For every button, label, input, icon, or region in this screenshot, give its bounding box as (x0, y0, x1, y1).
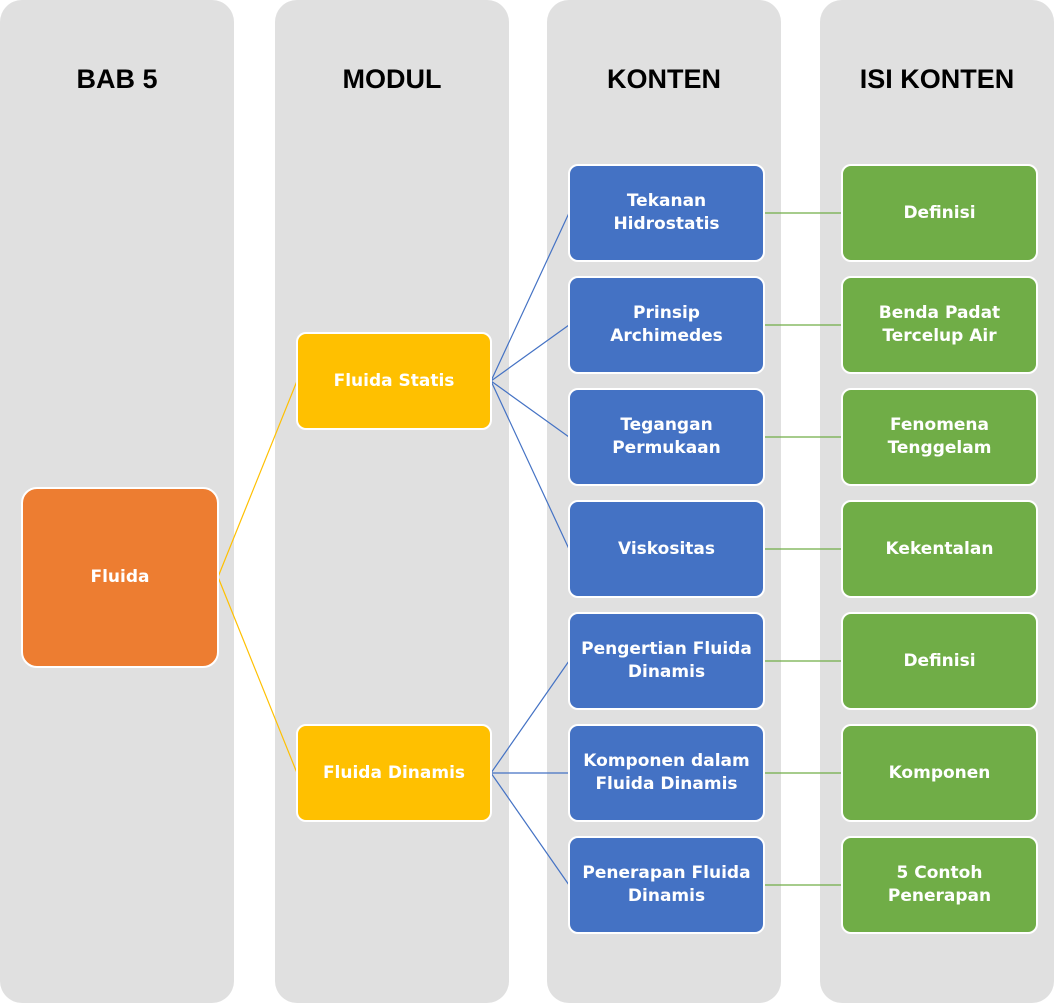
detail-node-5[interactable]: Definisi (841, 612, 1038, 710)
column-title-detail: ISI KONTEN (859, 64, 1015, 94)
detail-node-label: Definisi (903, 650, 976, 671)
content-node-label: Prinsip Archimedes (610, 303, 723, 346)
content-node-7[interactable]: Penerapan Fluida Dinamis (568, 836, 765, 934)
module-node-1[interactable]: Fluida Statis (296, 332, 492, 430)
detail-node-7[interactable]: 5 Contoh Penerapan (841, 836, 1038, 934)
module-node-label: Fluida Dinamis (322, 762, 466, 783)
content-node-2[interactable]: Prinsip Archimedes (568, 276, 765, 374)
detail-node-label: Kekentalan (885, 538, 994, 559)
content-node-1[interactable]: Tekanan Hidrostatis (568, 164, 765, 262)
content-node-label: Penerapan Fluida Dinamis (582, 863, 751, 906)
chapter-node[interactable]: Fluida (21, 487, 219, 668)
column-module: MODUL (275, 0, 509, 1003)
content-node-label: Tegangan Permukaan (612, 415, 721, 458)
detail-node-label: 5 Contoh Penerapan (887, 863, 992, 906)
column-title-chapter: BAB 5 (76, 64, 158, 94)
detail-node-label: Komponen (888, 762, 991, 783)
detail-node-label: Definisi (903, 202, 976, 223)
detail-node-4[interactable]: Kekentalan (841, 500, 1038, 598)
column-title-module: MODUL (342, 64, 442, 94)
content-node-label: Viskositas (618, 538, 715, 559)
module-node-2[interactable]: Fluida Dinamis (296, 724, 492, 822)
column-title-content: KONTEN (607, 64, 721, 94)
chapter-node-label: Fluida (90, 567, 150, 587)
content-node-3[interactable]: Tegangan Permukaan (568, 388, 765, 486)
content-node-label: Pengertian Fluida Dinamis (581, 639, 752, 682)
content-node-label: Komponen dalam Fluida Dinamis (583, 751, 750, 794)
content-node-5[interactable]: Pengertian Fluida Dinamis (568, 612, 765, 710)
content-node-6[interactable]: Komponen dalam Fluida Dinamis (568, 724, 765, 822)
detail-node-1[interactable]: Definisi (841, 164, 1038, 262)
detail-node-6[interactable]: Komponen (841, 724, 1038, 822)
content-node-4[interactable]: Viskositas (568, 500, 765, 598)
detail-node-label: Benda Padat Tercelup Air (878, 303, 1001, 346)
content-node-label: Tekanan Hidrostatis (613, 191, 720, 234)
detail-node-3[interactable]: Fenomena Tenggelam (841, 388, 1038, 486)
detail-node-label: Fenomena Tenggelam (887, 415, 992, 458)
module-node-label: Fluida Statis (333, 370, 455, 391)
detail-node-2[interactable]: Benda Padat Tercelup Air (841, 276, 1038, 374)
